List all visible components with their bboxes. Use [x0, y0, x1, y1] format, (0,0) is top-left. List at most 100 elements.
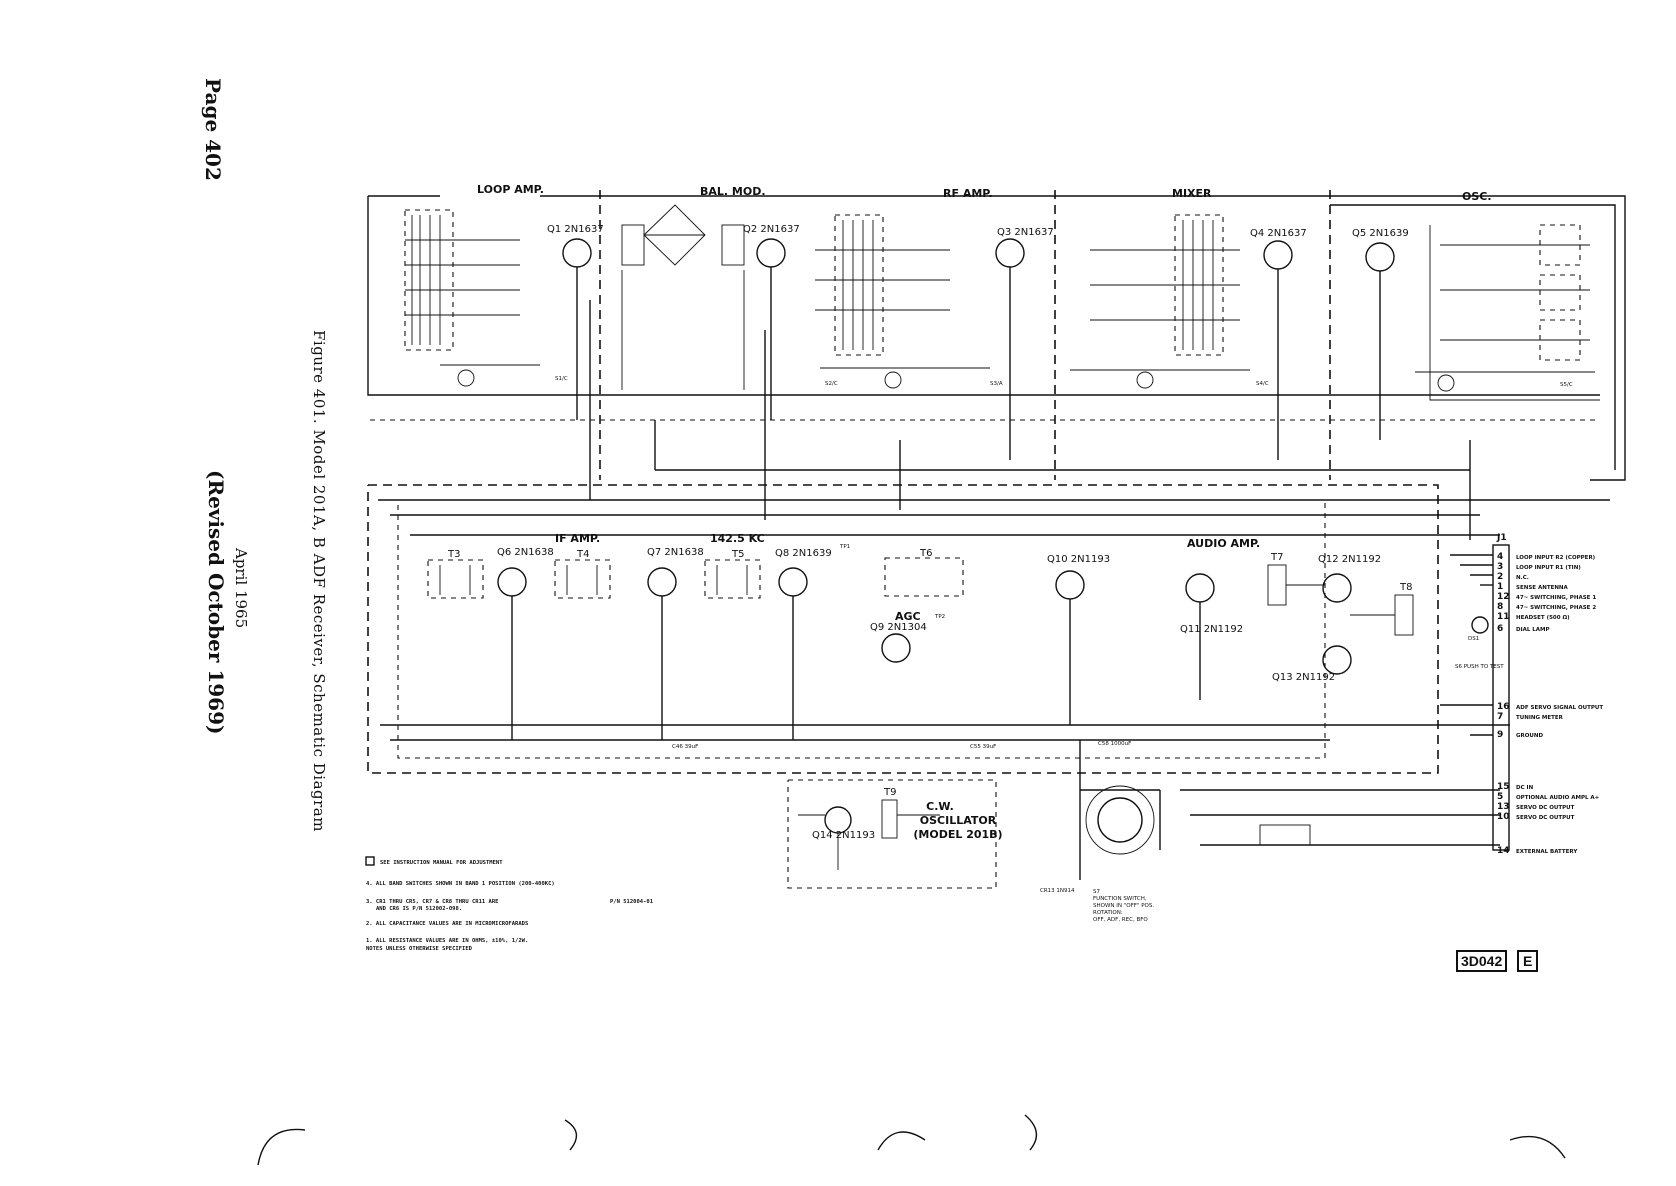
q12-label: Q12 2N1192 — [1318, 554, 1381, 565]
j1-pin-description: HEADSET (500 Ω) — [1516, 615, 1570, 621]
function-switch-line2: SHOWN IN "OFF" POS. — [1093, 903, 1154, 909]
q1-label: Q1 2N1637 — [547, 224, 604, 235]
j1-pin-number: 7 — [1497, 712, 1503, 722]
cw-label-2: OSCILLATOR — [920, 814, 997, 827]
q4-label: Q4 2N1637 — [1250, 228, 1307, 239]
section-osc: OSC. — [1462, 190, 1492, 203]
bal-mod-transformers — [621, 204, 745, 390]
function-switch-line3: ROTATION: — [1093, 910, 1123, 916]
tp2-label: TP2 — [934, 614, 945, 620]
section-bal-mod: BAL. MOD. — [700, 185, 766, 198]
note-3a: 3. CR1 THRU CR5, CR7 & CR8 THRU CR11 ARE — [366, 899, 498, 905]
lower-bus — [378, 499, 1610, 741]
j1-pin-number: 2 — [1497, 572, 1503, 582]
t9-label: T9 — [883, 787, 896, 798]
j1-pin-number: 9 — [1497, 730, 1503, 740]
j1-pin-description: DIAL LAMP — [1516, 627, 1550, 633]
note-3c: AND CR6 IS P/N 512002-098. — [376, 906, 462, 912]
q3-label: Q3 2N1637 — [997, 227, 1054, 238]
cw-label-1: C.W. — [926, 800, 954, 813]
q9-label: Q9 2N1304 — [870, 622, 927, 633]
q2-label: Q2 2N1637 — [743, 224, 800, 235]
note-1: 1. ALL RESISTANCE VALUES ARE IN OHMS, ±1… — [366, 938, 528, 944]
s4-label: S4/C — [1256, 381, 1269, 387]
j1-pin-number: 16 — [1497, 702, 1510, 712]
s3-label: S3/A — [990, 381, 1003, 387]
function-switch-ref: S7 — [1093, 889, 1100, 895]
j1-pin-description: 47~ SWITCHING, PHASE 1 — [1516, 595, 1596, 601]
q6-label: Q6 2N1638 — [497, 547, 554, 558]
lower-transistors — [497, 567, 1352, 740]
j1-pin-description: SENSE ANTENNA — [1516, 585, 1569, 591]
c58-label: C58 1000uF — [1098, 741, 1131, 747]
c55-label: C55 39uF — [970, 744, 996, 750]
note-2: 2. ALL CAPACITANCE VALUES ARE IN MICROMI… — [366, 921, 528, 927]
upper-transistors — [562, 238, 1395, 460]
section-rf-amp: RF AMP. — [943, 187, 993, 200]
j1-pin-description: 47~ SWITCHING, PHASE 2 — [1516, 605, 1596, 611]
j1-pin-description: EXTERNAL BATTERY — [1516, 849, 1578, 855]
function-switch-line4: OFF, ADF, REC, BFO — [1093, 917, 1148, 923]
s5-label: S5/C — [1560, 382, 1573, 388]
t8-label: T8 — [1399, 582, 1412, 593]
j1-pin-number: 4 — [1497, 552, 1503, 562]
j1-pin-description: ADF SERVO SIGNAL OUTPUT — [1516, 705, 1603, 711]
section-mixer: MIXER — [1172, 187, 1212, 200]
j1-pin-number: 6 — [1497, 624, 1503, 634]
j1-pin-description: SERVO DC OUTPUT — [1516, 805, 1575, 811]
ds1-label: DS1 — [1468, 636, 1479, 642]
j1-pin-description: TUNING METER — [1516, 715, 1564, 721]
tp1-label: TP1 — [839, 544, 850, 550]
lower-block-border — [367, 484, 1439, 774]
cr13-label: CR13 1N914 — [1040, 888, 1075, 894]
c46-label: C46 39uF — [672, 744, 698, 750]
function-switch-line1: FUNCTION SWITCH, — [1093, 896, 1147, 902]
t5-label: T5 — [731, 549, 744, 560]
section-if-amp: IF AMP. — [555, 532, 600, 545]
upper-block-border — [370, 190, 1600, 480]
revision-letter: E — [1517, 950, 1539, 972]
j1-pin-number: 12 — [1497, 592, 1510, 602]
osc-coils — [1429, 224, 1600, 401]
interconnects — [589, 300, 1471, 540]
j1-pin-description: GROUND — [1516, 733, 1543, 739]
j1-pin-description: N.C. — [1516, 575, 1529, 581]
j1-pin-number: 5 — [1497, 792, 1503, 802]
section-if-freq: 142.5 KC — [710, 532, 765, 545]
note-4: 4. ALL BAND SWITCHES SHOWN IN BAND 1 POS… — [366, 881, 555, 887]
document-number: 3D042 — [1456, 950, 1508, 972]
j1-connector — [1440, 544, 1510, 851]
note-3b: P/N 512004-01 — [610, 899, 654, 905]
j1-pin-description: SERVO DC OUTPUT — [1516, 815, 1575, 821]
j1-pin-description: OPTIONAL AUDIO AMPL A+ — [1516, 795, 1600, 801]
j1-pin-number: 14 — [1497, 846, 1510, 856]
j1-pin-description: DC IN — [1516, 785, 1534, 791]
audio-transformers — [1267, 564, 1414, 636]
scan-artifacts — [257, 1114, 1566, 1166]
j1-pin-number: 3 — [1497, 562, 1503, 572]
j1-label: J1 — [1496, 533, 1507, 543]
q13-label: Q13 2N1192 — [1272, 672, 1335, 683]
band-switches — [440, 364, 1595, 392]
j1-pin-number: 15 — [1497, 782, 1510, 792]
rf-amp-coils — [815, 214, 950, 356]
test-switch-label: S6 PUSH TO TEST — [1455, 664, 1504, 670]
q11-label: Q11 2N1192 — [1180, 624, 1243, 635]
j1-pin-number: 13 — [1497, 802, 1510, 812]
j1-pin-description: LOOP INPUT R1 (TIN) — [1516, 565, 1581, 571]
j1-pin-description: LOOP INPUT R2 (COPPER) — [1516, 555, 1596, 561]
section-loop-amp: LOOP AMP. — [477, 183, 544, 196]
s2-label: S2/C — [825, 381, 838, 387]
j1-pin-number: 8 — [1497, 602, 1503, 612]
note-adjust: SEE INSTRUCTION MANUAL FOR ADJUSTMENT — [380, 860, 503, 866]
cw-label-3: (MODEL 201B) — [913, 828, 1002, 841]
if-transformers — [427, 557, 964, 599]
dial-lamp — [1471, 616, 1489, 634]
j1-pin-number: 11 — [1497, 612, 1510, 622]
agc-label: AGC — [895, 610, 921, 623]
q7-label: Q7 2N1638 — [647, 547, 704, 558]
loop-amp-coils — [404, 209, 520, 351]
function-switch — [1079, 740, 1500, 880]
note-header: NOTES UNLESS OTHERWISE SPECIFIED — [366, 946, 473, 952]
